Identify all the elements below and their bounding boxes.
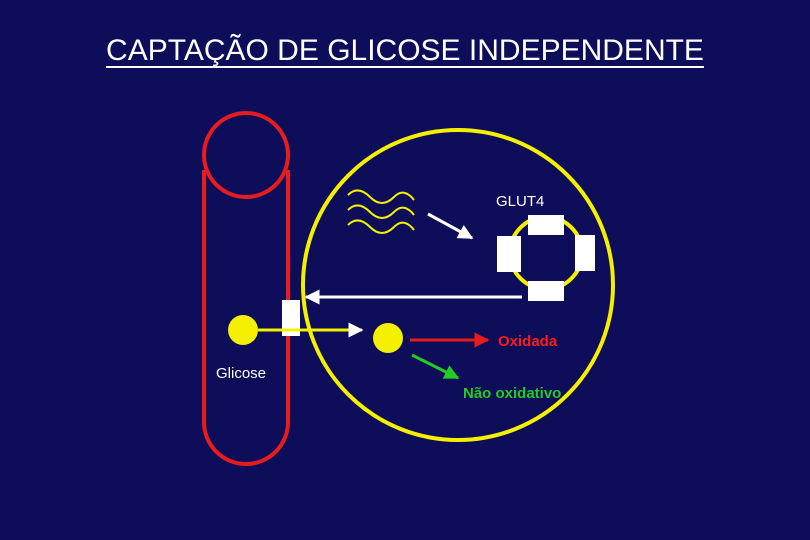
slide-title: CAPTAÇÃO DE GLICOSE INDEPENDENTE xyxy=(106,34,704,67)
wavy-signal-icon xyxy=(347,189,415,234)
membrane-transporter xyxy=(282,300,300,336)
oxidized-label: Oxidada xyxy=(498,333,558,350)
cell-membrane xyxy=(301,128,615,442)
non-oxidative-label: Não oxidativo xyxy=(463,385,562,402)
glut4-vesicle xyxy=(497,215,595,301)
glucose-molecule-outside xyxy=(228,315,258,345)
glucose-molecule-inside xyxy=(373,323,403,353)
non-oxidative-arrow xyxy=(411,353,460,380)
glucose-label: Glicose xyxy=(216,365,267,382)
signal-arrow xyxy=(427,212,474,240)
blood-vessel xyxy=(202,111,290,466)
glut4-label: GLUT4 xyxy=(496,193,545,210)
